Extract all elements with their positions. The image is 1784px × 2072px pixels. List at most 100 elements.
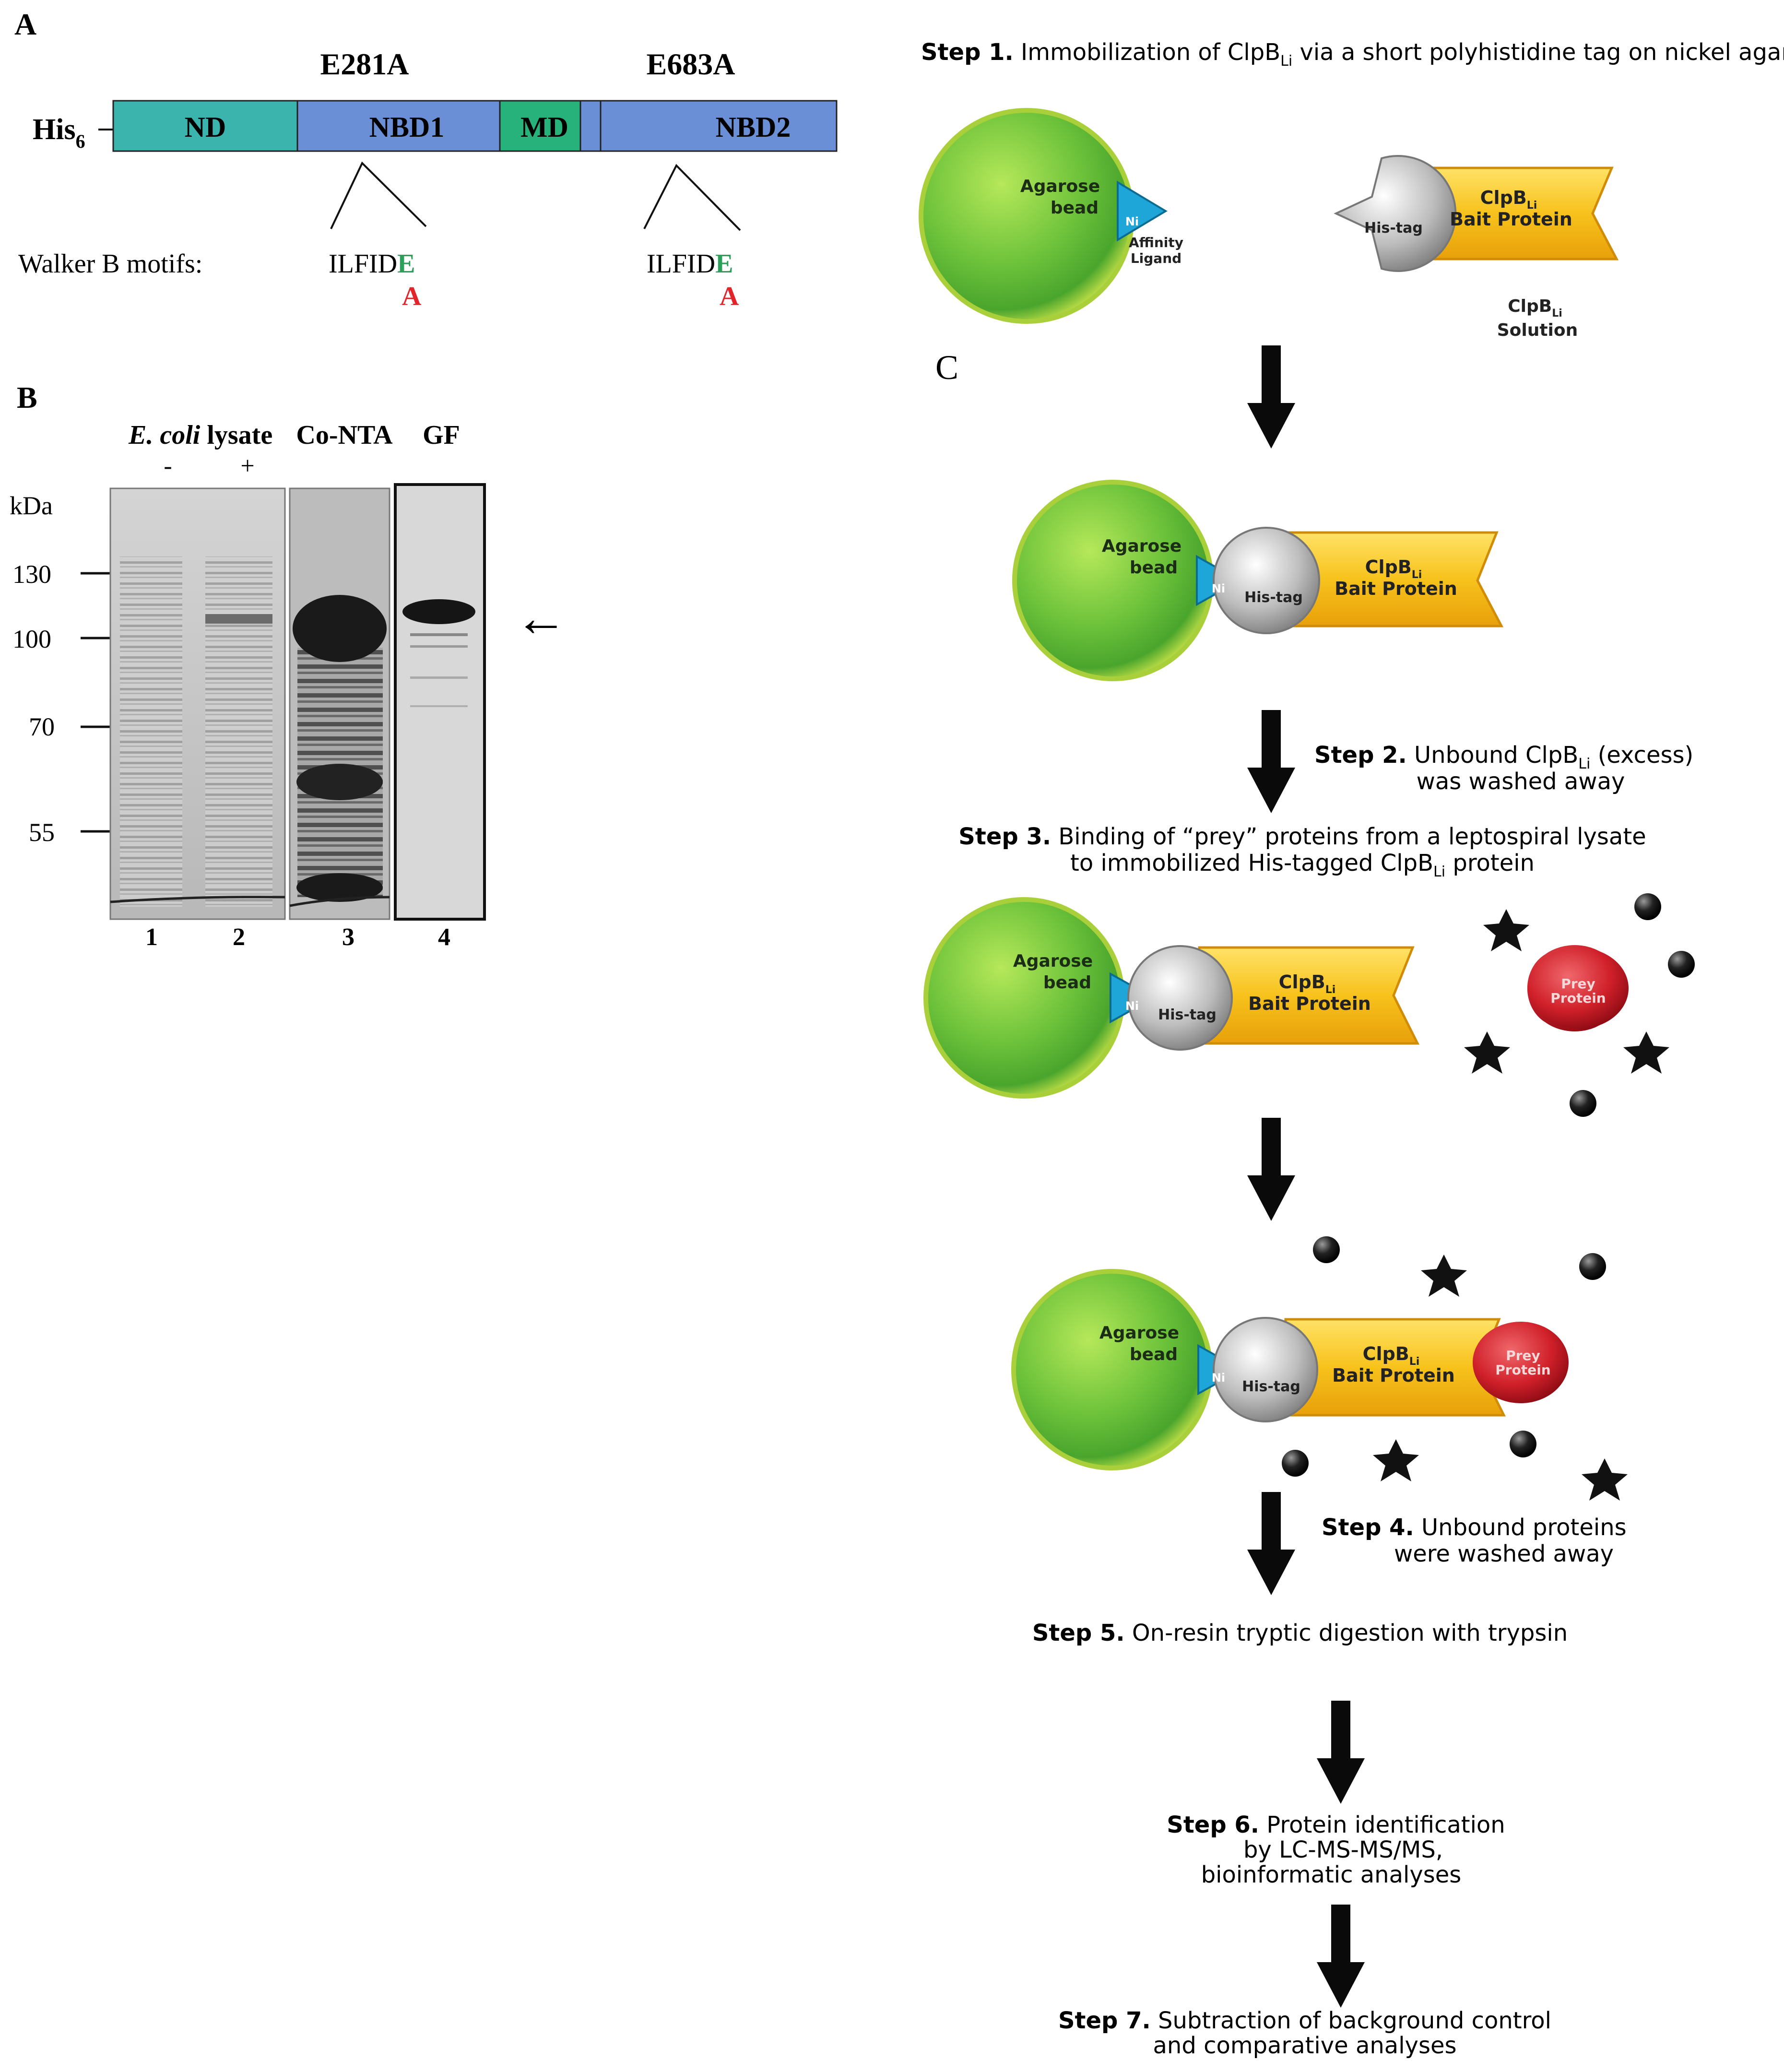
flow-arrow-5 <box>1317 1701 1365 1804</box>
step3-line2: to immobilized His-tagged ClpBLi protein <box>1070 850 1535 880</box>
marker-70: 70 <box>29 712 55 741</box>
svg-text:His6: His6 <box>33 113 85 152</box>
gel-header-conta: Co-NTA <box>296 420 393 450</box>
svg-text:Bait Protein: Bait Protein <box>1248 993 1371 1014</box>
step7-line2: and comparative analyses <box>1153 2032 1457 2059</box>
svg-text:ClpBLi: ClpBLi <box>1365 556 1422 581</box>
flow-arrow-4 <box>1247 1492 1295 1595</box>
flow-arrow-3 <box>1247 1118 1295 1221</box>
gel-arrow: ← <box>515 589 567 647</box>
svg-text:Bait Protein: Bait Protein <box>1335 578 1457 599</box>
step1-text: Step 1. Immobilization of ClpBLi via a s… <box>921 39 1784 70</box>
svg-text:Affinity: Affinity <box>1129 235 1183 250</box>
flow-arrow-1 <box>1247 345 1295 449</box>
panel-label-a: A <box>14 7 36 41</box>
flow-arrow-2 <box>1247 710 1295 813</box>
marker-130: 130 <box>12 560 51 589</box>
mutation-label-e683a: E683A <box>647 47 735 81</box>
svg-text:Agarose: Agarose <box>1020 177 1100 196</box>
svg-text:Prey: Prey <box>1506 1348 1540 1363</box>
svg-text:His-tag: His-tag <box>1364 220 1423 237</box>
walker-mutant-1: A <box>402 282 422 311</box>
motif-callout-2 <box>643 164 741 231</box>
row3-free-prey: Prey Protein <box>1527 945 1629 1031</box>
walker-b-label: Walker B motifs: <box>18 249 202 279</box>
svg-text:Prey: Prey <box>1561 976 1595 992</box>
marker-ticks: 130 100 70 55 <box>12 560 111 847</box>
marker-100: 100 <box>12 625 51 653</box>
step2-text: Step 2. Unbound ClpBLi (excess) <box>1314 742 1693 772</box>
svg-text:Ni: Ni <box>1125 999 1139 1013</box>
row1-bead: Agarose bead Ni Affinity Ligand <box>919 108 1183 324</box>
step5-text: Step 5. On-resin tryptic digestion with … <box>1032 1620 1568 1646</box>
step2-line2: was washed away <box>1417 768 1625 795</box>
svg-text:Bait Protein: Bait Protein <box>1332 1365 1455 1386</box>
step6-line2: by LC-MS-MS/MS, <box>1243 1836 1443 1863</box>
step6-text: Step 6. Protein identification <box>1167 1812 1505 1838</box>
row4-bound-complex: Agarose bead Ni His-tag ClpBLi Bait Prot… <box>1011 1269 1569 1470</box>
walker-motif-1: ILFIDE <box>329 249 415 279</box>
row1-bait-protein: His-tag ClpBLi Bait Protein ClpBLi Solut… <box>1334 155 1619 340</box>
step4-text: Step 4. Unbound proteins <box>1322 1514 1627 1541</box>
lane-number-2: 2 <box>233 924 245 951</box>
svg-text:ClpBLi: ClpBLi <box>1508 296 1562 320</box>
kda-label: kDa <box>10 491 53 520</box>
svg-text:bead: bead <box>1130 558 1178 578</box>
svg-text:His-tag: His-tag <box>1158 1006 1217 1023</box>
gel-gf-lane <box>394 483 486 921</box>
domain-md <box>499 100 581 152</box>
domain-bar: ND NBD1 MD NBD2 <box>112 100 838 152</box>
gel-minus-label: - <box>164 452 172 480</box>
gel-conta-lane <box>289 487 390 920</box>
flow-arrow-6 <box>1317 1905 1365 2008</box>
svg-text:His-tag: His-tag <box>1242 1378 1300 1395</box>
gel-header-lysate: E. coli lysate <box>128 420 272 450</box>
svg-text:Agarose: Agarose <box>1099 1323 1179 1343</box>
lane-number-1: 1 <box>145 924 158 951</box>
his6-label: His6 <box>33 113 113 152</box>
domain-label-nbd2: NBD2 <box>716 111 791 143</box>
svg-text:Ni: Ni <box>1212 582 1225 595</box>
domain-label-nbd1: NBD1 <box>369 111 445 143</box>
svg-text:bead: bead <box>1051 198 1099 218</box>
svg-text:Protein: Protein <box>1495 1362 1550 1378</box>
svg-text:Protein: Protein <box>1550 990 1606 1006</box>
step3-text: Step 3. Binding of “prey” proteins from … <box>958 823 1646 850</box>
domain-nbd2 <box>579 100 838 152</box>
gel-plus-label: + <box>240 452 254 480</box>
svg-text:Ni: Ni <box>1125 215 1139 228</box>
row3-lysate-particles <box>1464 893 1695 1117</box>
svg-text:His-tag: His-tag <box>1244 589 1303 606</box>
gel-header-gf: GF <box>423 420 460 450</box>
svg-text:ClpBLi: ClpBLi <box>1279 971 1336 996</box>
svg-text:Ni: Ni <box>1212 1371 1225 1385</box>
row3-complex: Agarose bead Ni His-tag ClpBLi Bait Prot… <box>923 897 1420 1099</box>
step6-line3: bioinformatic analyses <box>1201 1861 1462 1888</box>
lane-number-4: 4 <box>438 924 450 951</box>
step4-line2: were washed away <box>1394 1540 1614 1567</box>
motif-callout-1 <box>330 161 427 229</box>
walker-mutant-2: A <box>720 282 739 311</box>
svg-text:ClpBLi: ClpBLi <box>1480 187 1537 212</box>
svg-text:ClpBLi: ClpBLi <box>1363 1343 1420 1368</box>
walker-motif-2: ILFIDE <box>647 249 733 279</box>
mutation-label-e281a: E281A <box>320 47 409 81</box>
svg-text:Agarose: Agarose <box>1013 951 1093 971</box>
domain-label-nd: ND <box>185 111 226 143</box>
svg-text:Solution: Solution <box>1497 320 1578 340</box>
row4-particles <box>1282 1236 1628 1501</box>
lane-number-3: 3 <box>342 924 354 951</box>
svg-text:bead: bead <box>1130 1345 1178 1364</box>
svg-text:Bait Protein: Bait Protein <box>1450 209 1572 230</box>
svg-text:Agarose: Agarose <box>1102 536 1181 556</box>
domain-nbd1 <box>296 100 501 152</box>
row2-bound-complex: Agarose bead Ni His-tag ClpBLi Bait Prot… <box>1012 480 1504 681</box>
svg-text:bead: bead <box>1043 973 1091 993</box>
panel-label-c: C <box>935 348 958 387</box>
step7-text: Step 7. Subtraction of background contro… <box>1058 2007 1551 2034</box>
domain-label-md: MD <box>520 111 568 143</box>
gel-lysate-lanes <box>109 487 286 920</box>
svg-text:Ligand: Ligand <box>1131 250 1181 266</box>
marker-55: 55 <box>29 818 55 847</box>
